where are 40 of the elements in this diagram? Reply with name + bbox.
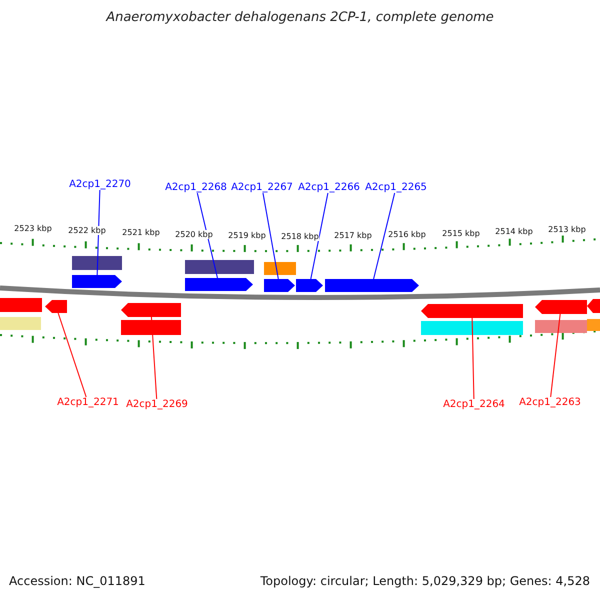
scale-label: 2513 kbp [548, 225, 586, 234]
scale-label: 2514 kbp [495, 227, 533, 236]
genome-summary-text: Topology: circular; Length: 5,029,329 bp; Genes: 4,528 [260, 574, 590, 588]
diagram-title: Anaeromyxobacter dehalogenans 2CP-1, complete genome [104, 10, 495, 25]
scale-label: 2521 kbp [122, 228, 160, 237]
scale-label: 2519 kbp [228, 231, 266, 240]
gene-block [264, 279, 295, 292]
gene-block [72, 275, 122, 288]
scale-label: 2517 kbp [334, 231, 372, 240]
accession-text: Accession: NC_011891 [9, 574, 146, 588]
leader-line [150, 316, 158, 400]
gene-block [296, 279, 323, 292]
leader-line [58, 312, 87, 398]
gene-label: A2cp1_2264 [443, 399, 505, 410]
scale-label: 2516 kbp [388, 230, 426, 239]
scale-label: 2518 kbp [281, 232, 319, 241]
scale-label: 2523 kbp [14, 224, 52, 233]
gene-label: A2cp1_2265 [365, 182, 427, 193]
leader-line [196, 192, 218, 278]
leader-line [472, 318, 474, 400]
gene-label: A2cp1_2270 [69, 179, 131, 190]
gene-label: A2cp1_2267 [231, 182, 293, 193]
gene-label: A2cp1_2269 [126, 399, 188, 410]
gene-block [325, 279, 419, 292]
leader-line [373, 192, 396, 280]
gene-block [45, 300, 67, 313]
gene-block [421, 304, 523, 318]
leader-line [262, 192, 279, 280]
gene-block [121, 303, 181, 317]
leader-line [96, 190, 100, 276]
leader-line [310, 192, 328, 280]
gene-label: A2cp1_2266 [298, 182, 360, 193]
gene-label: A2cp1_2263 [519, 397, 581, 408]
scale-label: 2520 kbp [175, 230, 213, 239]
gene-block [185, 278, 253, 291]
scale-label: 2515 kbp [442, 229, 480, 238]
gene-label: A2cp1_2271 [57, 397, 119, 408]
leader-line [550, 314, 561, 398]
gene-label: A2cp1_2268 [165, 182, 227, 193]
scale-label: 2522 kbp [68, 226, 106, 235]
